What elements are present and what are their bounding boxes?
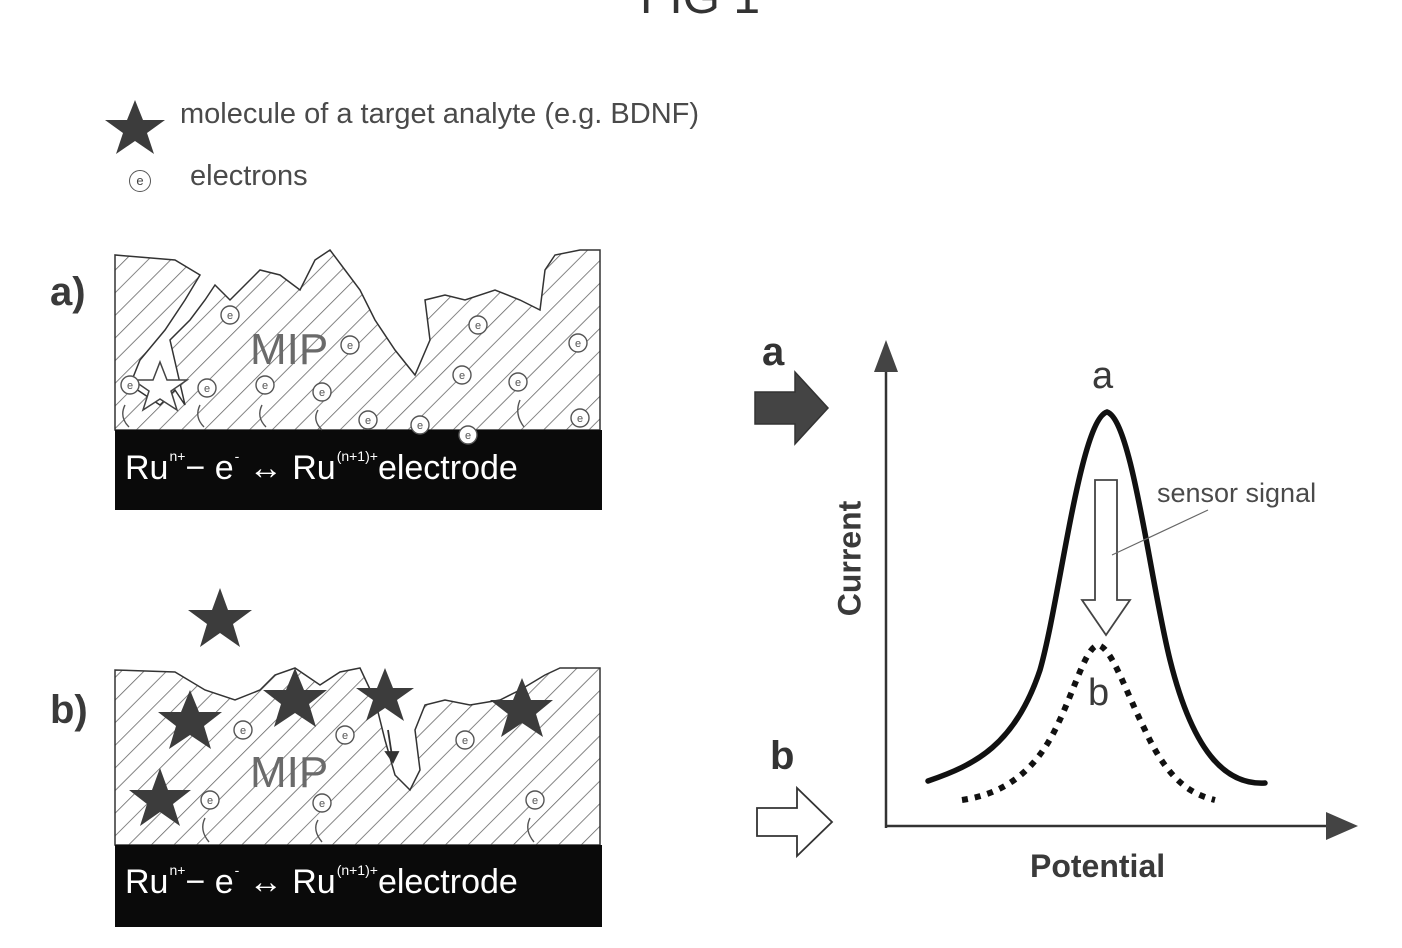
input-arrow-b-label: b xyxy=(770,734,794,779)
sensor-signal-label: sensor signal xyxy=(1157,478,1316,509)
y-axis-arrowhead xyxy=(874,340,898,372)
curve-b-label: b xyxy=(1088,672,1109,715)
x-axis-arrowhead xyxy=(1326,812,1358,840)
sensor-signal-arrow xyxy=(1082,480,1130,635)
curve-b xyxy=(962,645,1215,800)
curve-a-label: a xyxy=(1092,355,1113,398)
input-arrow-b xyxy=(757,788,832,856)
sensor-signal-leader xyxy=(1112,510,1208,555)
x-axis-label: Potential xyxy=(1030,848,1165,885)
input-arrow-a xyxy=(755,372,828,444)
y-axis-label: Current xyxy=(832,479,869,639)
input-arrow-a-label: a xyxy=(762,330,784,375)
